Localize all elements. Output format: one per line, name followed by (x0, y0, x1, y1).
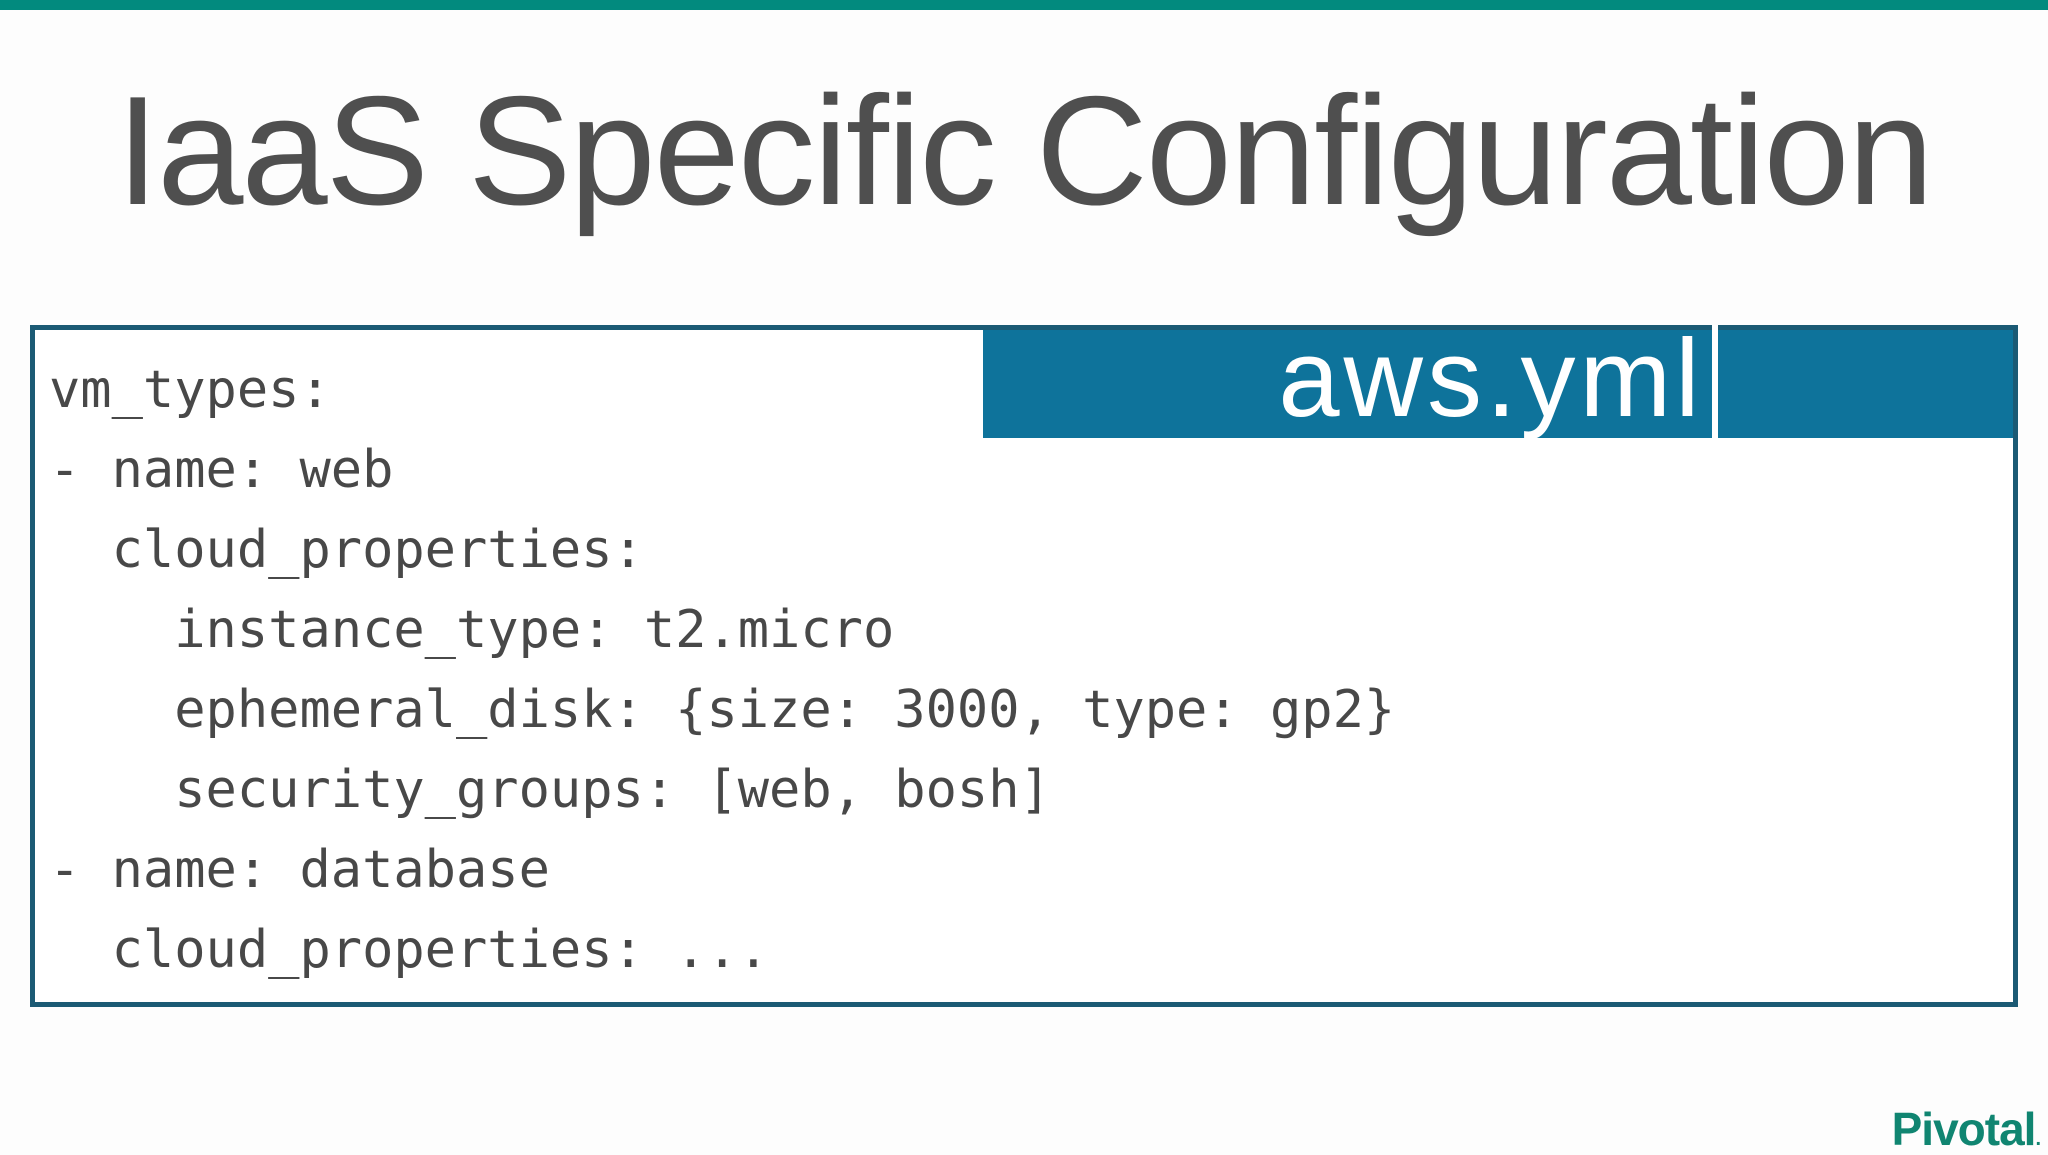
yaml-code-block: vm_types: - name: web cloud_properties: … (49, 350, 1395, 990)
code-line: vm_types: (49, 360, 331, 420)
code-line: security_groups: [web, bosh] (49, 760, 1051, 820)
slide-title: IaaS Specific Configuration (116, 64, 1934, 237)
pivotal-logo-mark: . (2035, 1128, 2040, 1150)
top-accent-bar (0, 0, 2048, 10)
code-line: - name: database (49, 840, 550, 900)
code-line: instance_type: t2.micro (49, 600, 895, 660)
code-line: - name: web (49, 440, 394, 500)
filename-label: aws.yml (1278, 317, 1704, 440)
code-panel: aws.yml vm_types: - name: web cloud_prop… (30, 324, 2018, 1007)
code-line: cloud_properties: ... (49, 920, 770, 980)
filename-tab: aws.yml (983, 324, 2013, 439)
code-line: cloud_properties: (49, 520, 644, 580)
pivotal-logo: Pivotal. (1891, 1103, 2041, 1155)
pivotal-logo-text: Pivotal (1891, 1103, 2037, 1155)
code-line: ephemeral_disk: {size: 3000, type: gp2} (49, 680, 1396, 740)
text-cursor (1711, 325, 1718, 439)
